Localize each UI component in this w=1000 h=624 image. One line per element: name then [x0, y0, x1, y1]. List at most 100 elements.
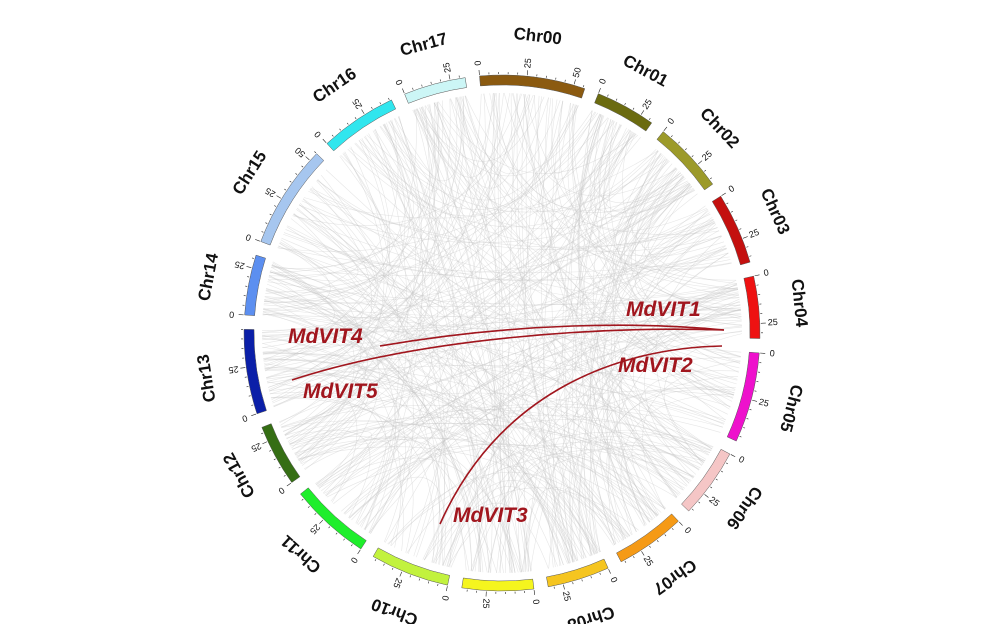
synteny-link — [263, 359, 370, 471]
synteny-link — [412, 92, 504, 178]
synteny-link — [374, 129, 599, 554]
synteny-link — [266, 283, 575, 562]
chromosome-label-chr17: Chr17 — [398, 29, 449, 60]
synteny-link — [270, 269, 380, 489]
gene-label-mdvit4: MdVIT4 — [288, 325, 363, 348]
tick-mark — [698, 160, 703, 165]
synteny-link — [551, 492, 614, 568]
synteny-link — [278, 245, 623, 541]
tick-label: 25 — [228, 364, 239, 375]
chromosome-label-chr11: Chr11 — [277, 531, 325, 577]
synteny-link — [571, 129, 631, 554]
synteny-link — [350, 146, 400, 530]
synteny-link — [498, 436, 706, 574]
tick-mark — [590, 576, 592, 579]
synteny-link — [325, 309, 741, 497]
synteny-link — [442, 502, 549, 569]
synteny-link — [572, 105, 734, 396]
tick-mark — [412, 87, 414, 90]
synteny-links-background — [261, 92, 743, 574]
synteny-link — [301, 200, 741, 310]
synteny-link — [291, 436, 414, 553]
tick-mark — [274, 205, 277, 207]
synteny-link — [283, 232, 729, 282]
synteny-link — [601, 175, 684, 532]
synteny-link — [474, 100, 564, 572]
tick-mark — [704, 169, 707, 172]
synteny-link — [339, 155, 479, 572]
synteny-link — [268, 181, 689, 388]
tick-label: 25 — [768, 317, 778, 327]
chromosome-label-chr02: Chr02 — [696, 104, 743, 152]
tick-mark — [726, 202, 729, 205]
synteny-link — [263, 189, 379, 363]
synteny-link — [330, 107, 436, 502]
tick-mark — [251, 413, 257, 416]
synteny-link — [606, 388, 736, 541]
synteny-link — [271, 218, 714, 276]
synteny-link — [296, 209, 587, 558]
tick-mark — [563, 584, 565, 590]
synteny-link — [368, 287, 738, 533]
synteny-link — [438, 101, 637, 174]
synteny-link — [465, 95, 561, 175]
synteny-link — [416, 96, 545, 162]
tick-mark — [710, 177, 712, 180]
synteny-link — [264, 138, 391, 367]
chromosome-band-chr13 — [243, 329, 267, 415]
synteny-link — [270, 393, 387, 525]
gene-link-3 — [439, 345, 723, 525]
tick-mark — [383, 563, 385, 566]
synteny-link — [264, 188, 695, 304]
synteny-link — [420, 106, 741, 306]
synteny-link — [263, 359, 601, 552]
tick-label: 25 — [350, 97, 364, 111]
synteny-link — [368, 133, 481, 573]
synteny-link — [483, 93, 690, 213]
tick-mark — [624, 560, 627, 563]
synteny-link — [289, 116, 422, 446]
tick-mark — [346, 122, 349, 125]
synteny-link — [581, 123, 621, 546]
synteny-link — [279, 242, 574, 563]
tick-mark — [301, 498, 304, 501]
tick-mark — [261, 432, 264, 435]
tick-mark — [430, 81, 432, 84]
tick-mark — [607, 94, 609, 97]
tick-mark — [319, 519, 324, 524]
synteny-link — [269, 93, 523, 274]
synteny-link — [265, 134, 638, 294]
synteny-link — [355, 105, 430, 524]
synteny-link — [271, 94, 529, 401]
synteny-link — [262, 297, 740, 338]
synteny-link — [472, 304, 741, 572]
synteny-link — [262, 311, 591, 557]
tick-mark — [624, 102, 626, 106]
synteny-link — [269, 392, 601, 553]
tick-label: 0 — [277, 485, 287, 496]
synteny-link — [333, 356, 741, 504]
tick-mark — [678, 521, 683, 526]
synteny-link — [618, 209, 709, 526]
tick-mark — [379, 102, 382, 105]
synteny-link — [577, 114, 690, 484]
synteny-link — [510, 93, 574, 563]
chromosome-label-chr05: Chr05 — [776, 383, 807, 434]
synteny-link — [277, 247, 730, 274]
synteny-link — [596, 160, 669, 519]
chromosome-label-chr04: Chr04 — [788, 278, 812, 328]
chromosome-label-chr15: Chr15 — [229, 147, 271, 198]
synteny-link — [263, 363, 358, 503]
synteny-link — [316, 180, 504, 574]
synteny-link — [294, 436, 653, 521]
chromosome-band-chr03 — [711, 195, 751, 266]
synteny-link — [343, 152, 445, 565]
tick-label: 0 — [608, 575, 619, 584]
synteny-link — [423, 245, 726, 561]
synteny-link — [264, 123, 410, 303]
tick-mark — [743, 427, 746, 429]
tick-label: 25 — [391, 577, 404, 590]
synteny-link — [289, 288, 739, 445]
tick-mark — [725, 462, 728, 465]
chromosome-label-chr16: Chr16 — [309, 64, 360, 107]
